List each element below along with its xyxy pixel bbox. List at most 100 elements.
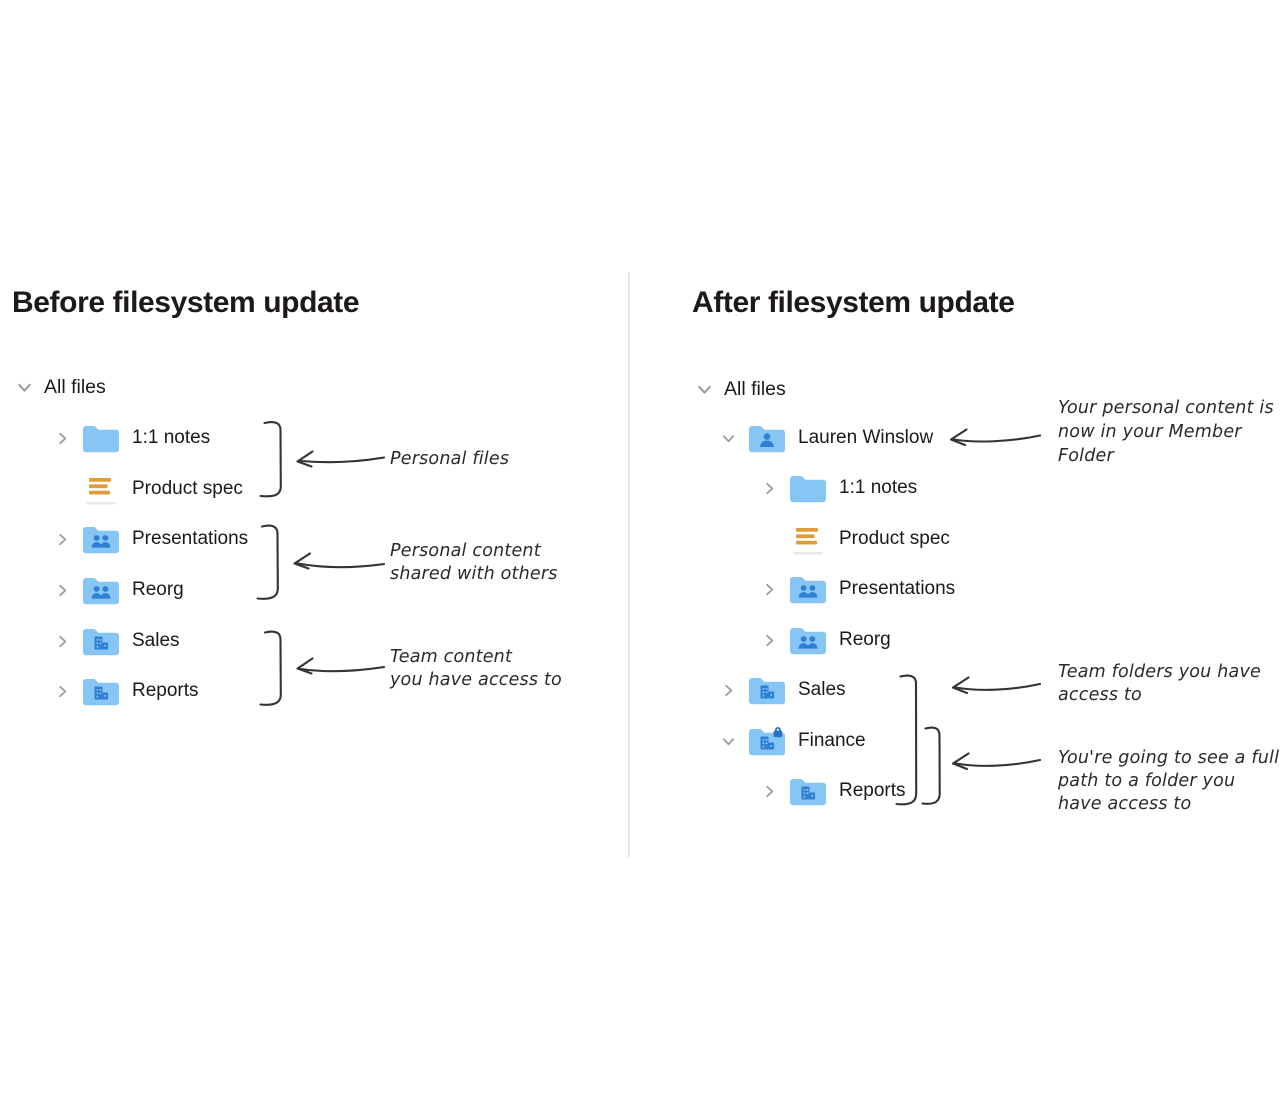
tree-item-reorg[interactable]: Reorg <box>52 572 184 608</box>
chevron-right-icon[interactable] <box>52 430 72 447</box>
chevron-spacer <box>52 481 72 498</box>
tree-item-lauren-winslow[interactable]: Lauren Winslow <box>718 420 933 456</box>
arrow <box>299 456 386 464</box>
chevron-right-icon[interactable] <box>759 632 779 649</box>
tree-item-product-spec-after[interactable]: Product spec <box>759 521 950 557</box>
chevron-spacer <box>759 531 779 548</box>
bracket <box>256 524 279 600</box>
after-title: After filesystem update <box>692 286 1015 319</box>
tree-item-label: 1:1 notes <box>839 477 918 498</box>
tree-item-label: Presentations <box>132 528 249 549</box>
tree-item-label: Reports <box>132 680 199 701</box>
arrowhead <box>951 752 970 771</box>
tree-item-sales[interactable]: Sales <box>52 623 180 659</box>
folder-icon <box>82 423 120 454</box>
tree-item-sales-after[interactable]: Sales <box>718 672 846 708</box>
paper-doc-icon <box>789 522 827 556</box>
chevron-down-icon[interactable] <box>694 381 714 398</box>
tree-item-presentations-after[interactable]: Presentations <box>759 571 955 607</box>
tree-root-label: All files <box>44 375 106 398</box>
annotation-line: shared with others <box>390 564 558 584</box>
arrow <box>296 562 386 569</box>
annotation-member-folder: Your personal content is now in your Mem… <box>1058 396 1274 468</box>
bracket <box>259 630 282 706</box>
before-title: Before filesystem update <box>12 286 360 319</box>
arrowhead <box>296 657 314 675</box>
chevron-down-icon[interactable] <box>718 733 738 750</box>
bracket <box>259 421 282 498</box>
annotation-line: Personal content <box>390 541 541 561</box>
arrowhead <box>951 676 970 695</box>
annotation-line: You're going to see a full <box>1058 748 1280 768</box>
shared-folder-icon <box>82 524 120 555</box>
arrowhead <box>293 552 312 570</box>
annotation-line: now in your Member <box>1058 422 1242 442</box>
tree-root-all-files-after[interactable]: All files <box>694 371 786 407</box>
shared-folder-icon <box>789 574 827 605</box>
tree-item-label: Sales <box>798 679 846 700</box>
folder-icon <box>789 473 827 504</box>
tree-item-label: Sales <box>132 630 180 651</box>
bracket <box>921 726 941 805</box>
chevron-down-icon[interactable] <box>14 379 34 396</box>
annotation-personal-shared: Personal content shared with others <box>390 540 558 586</box>
team-folder-icon <box>748 675 786 706</box>
annotation-line: Your personal content is <box>1058 398 1274 418</box>
tree-item-product-spec[interactable]: Product spec <box>52 471 243 507</box>
annotation-full-path: You're going to see a full path to a fol… <box>1058 747 1279 816</box>
tree-item-reorg-after[interactable]: Reorg <box>759 622 891 658</box>
team-folder-icon <box>789 776 827 807</box>
chevron-right-icon[interactable] <box>718 682 738 699</box>
tree-item-label: Lauren Winslow <box>798 427 934 448</box>
annotation-line: path to a folder you <box>1058 771 1236 791</box>
tree-item-label: Presentations <box>839 578 956 599</box>
tree-item-1-1-notes[interactable]: 1:1 notes <box>52 420 210 456</box>
chevron-right-icon[interactable] <box>52 633 72 650</box>
annotation-team-content: Team content you have access to <box>390 646 562 692</box>
tree-item-label: Reorg <box>839 629 891 650</box>
team-folder-icon <box>82 626 120 657</box>
shared-folder-icon <box>82 575 120 606</box>
arrow <box>299 665 386 673</box>
chevron-right-icon[interactable] <box>759 480 779 497</box>
shared-folder-icon <box>789 625 827 656</box>
annotation-line: have access to <box>1058 794 1192 814</box>
tree-item-reports-after[interactable]: Reports <box>759 773 906 809</box>
annotation-line: Team content <box>390 647 513 667</box>
annotation-line: access to <box>1058 685 1142 705</box>
tree-item-finance[interactable]: Finance <box>718 723 866 759</box>
team-folder-icon <box>82 676 120 707</box>
column-divider <box>628 272 630 857</box>
tree-item-label: Reports <box>839 780 906 801</box>
chevron-down-icon[interactable] <box>718 430 738 447</box>
tree-item-reports[interactable]: Reports <box>52 673 199 709</box>
chevron-right-icon[interactable] <box>759 783 779 800</box>
paper-doc-icon <box>82 472 120 506</box>
annotation-line: Folder <box>1058 446 1114 466</box>
tree-root-all-files-before[interactable]: All files <box>14 369 106 405</box>
chevron-right-icon[interactable] <box>759 581 779 598</box>
chevron-right-icon[interactable] <box>52 582 72 599</box>
annotation-team-folders: Team folders you have access to <box>1058 661 1261 707</box>
arrowhead <box>949 428 968 447</box>
annotation-personal-files: Personal files <box>390 448 509 471</box>
chevron-right-icon[interactable] <box>52 531 72 548</box>
tree-item-label: Product spec <box>839 528 950 549</box>
tree-item-label: 1:1 notes <box>132 427 211 448</box>
arrow <box>952 434 1042 443</box>
tree-item-1-1-notes-after[interactable]: 1:1 notes <box>759 470 917 506</box>
annotation-line: you have access to <box>390 670 562 690</box>
arrow <box>954 682 1042 691</box>
tree-item-label: Product spec <box>132 478 243 499</box>
annotation-line: Team folders you have <box>1058 662 1261 682</box>
arrow <box>954 758 1042 767</box>
tree-item-label: Finance <box>798 730 866 751</box>
member-folder-icon <box>748 423 786 454</box>
annotation-line: Personal files <box>390 449 510 469</box>
team-folder-locked-icon <box>748 726 786 757</box>
tree-item-label: Reorg <box>132 579 184 600</box>
tree-item-presentations[interactable]: Presentations <box>52 521 248 557</box>
arrowhead <box>296 450 314 468</box>
chevron-right-icon[interactable] <box>52 683 72 700</box>
